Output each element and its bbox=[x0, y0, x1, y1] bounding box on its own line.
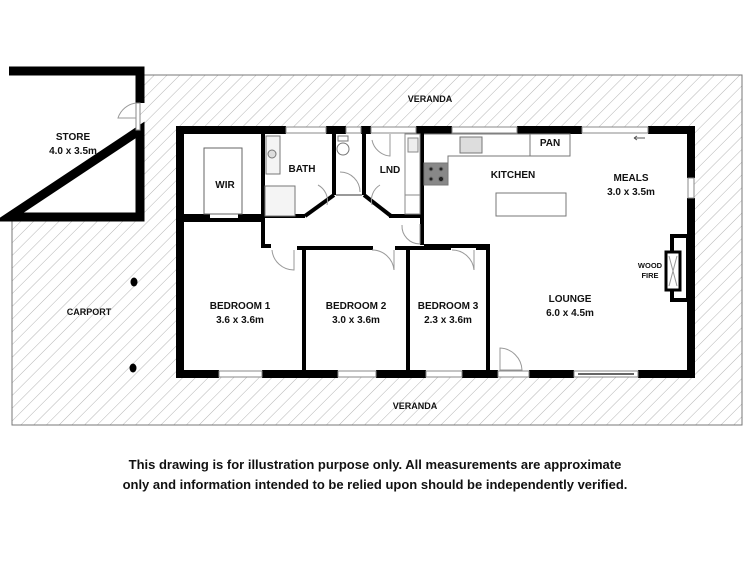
store-dimensions: 4.0 x 3.5m bbox=[49, 145, 97, 157]
wood-fire-fixture bbox=[664, 234, 690, 302]
door-swings bbox=[271, 134, 523, 371]
room-label-bath: BATH bbox=[280, 163, 324, 177]
store-name: STORE bbox=[55, 132, 91, 143]
bedroom3-name: BEDROOM 3 bbox=[417, 301, 479, 312]
bedroom1-name: BEDROOM 1 bbox=[209, 301, 271, 312]
room-label-store: STORE 4.0 x 3.5m bbox=[28, 131, 118, 158]
wood-fire-line1: WOOD bbox=[637, 261, 663, 270]
disclaimer-line1: This drawing is for illustration purpose… bbox=[128, 457, 622, 472]
lounge-name: LOUNGE bbox=[548, 294, 592, 305]
carport-posts bbox=[129, 277, 138, 373]
room-label-veranda-bottom: VERANDA bbox=[375, 400, 455, 412]
room-label-wir: WIR bbox=[200, 179, 250, 193]
pan-name: PAN bbox=[539, 138, 561, 149]
disclaimer: This drawing is for illustration purpose… bbox=[0, 455, 750, 495]
wood-fire-line2: FIRE bbox=[641, 271, 659, 281]
room-label-carport: CARPORT bbox=[54, 306, 124, 318]
laundry-fixtures bbox=[404, 133, 421, 215]
kitchen-name: KITCHEN bbox=[490, 170, 536, 181]
bedroom3-dimensions: 2.3 x 3.6m bbox=[424, 314, 472, 326]
bath-name: BATH bbox=[288, 164, 316, 175]
meals-dimensions: 3.0 x 3.5m bbox=[607, 186, 655, 198]
windows bbox=[218, 126, 695, 378]
room-label-kitchen: KITCHEN bbox=[478, 169, 548, 183]
wood-fire-label: WOOD FIRE bbox=[632, 261, 668, 281]
bath-fixtures bbox=[264, 135, 350, 217]
room-label-veranda-top: VERANDA bbox=[390, 93, 470, 105]
wir-name: WIR bbox=[215, 180, 235, 191]
disclaimer-line2: only and information intended to be reli… bbox=[122, 477, 628, 492]
room-label-pan: PAN bbox=[530, 137, 570, 151]
room-label-meals: MEALS 3.0 x 3.5m bbox=[596, 172, 666, 199]
bedroom1-dimensions: 3.6 x 3.6m bbox=[216, 314, 264, 326]
veranda-top-name: VERANDA bbox=[407, 94, 453, 104]
room-label-bedroom3: BEDROOM 3 2.3 x 3.6m bbox=[408, 300, 488, 327]
carport-name: CARPORT bbox=[66, 307, 112, 317]
room-label-bedroom1: BEDROOM 1 3.6 x 3.6m bbox=[200, 300, 280, 327]
lnd-name: LND bbox=[379, 165, 401, 176]
kitchen-fixtures bbox=[423, 133, 571, 217]
angled-walls bbox=[303, 193, 393, 218]
bedroom2-name: BEDROOM 2 bbox=[325, 301, 387, 312]
room-label-bedroom2: BEDROOM 2 3.0 x 3.6m bbox=[316, 300, 396, 327]
room-label-lounge: LOUNGE 6.0 x 4.5m bbox=[530, 293, 610, 320]
lounge-dimensions: 6.0 x 4.5m bbox=[546, 307, 594, 319]
meals-name: MEALS bbox=[613, 173, 649, 184]
store-building bbox=[0, 66, 145, 222]
sliding-arrow-icon bbox=[633, 135, 645, 141]
veranda-bottom-name: VERANDA bbox=[392, 401, 438, 411]
bedroom2-dimensions: 3.0 x 3.6m bbox=[332, 314, 380, 326]
room-label-lnd: LND bbox=[372, 164, 408, 178]
wir-shelving bbox=[203, 147, 243, 215]
